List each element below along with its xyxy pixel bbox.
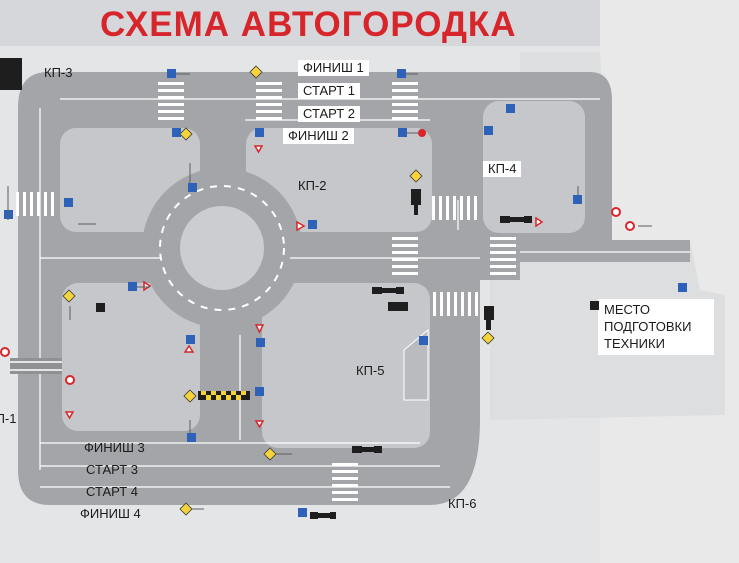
priority-road-sign	[179, 502, 193, 516]
prep-area-line: МЕСТО	[604, 302, 650, 317]
warning-sign	[254, 420, 265, 429]
prep-area-label: МЕСТО ПОДГОТОВКИ ТЕХНИКИ	[604, 301, 714, 352]
lane-label-finish-2: ФИНИШ 2	[283, 128, 354, 144]
block-kp5	[262, 283, 430, 448]
checkpoint-kp2-label: КП-2	[298, 178, 327, 193]
roundabout-island	[180, 206, 264, 290]
prep-area-line: ПОДГОТОВКИ	[604, 319, 692, 334]
warning-sign	[64, 411, 75, 420]
checkpoint-kp5-label: КП-5	[356, 363, 385, 378]
prep-area-line: ТЕХНИКИ	[604, 336, 665, 351]
crosswalks	[16, 82, 516, 501]
lane-label-finish-4: ФИНИШ 4	[80, 506, 141, 521]
crosswalk-center-vertical	[392, 237, 418, 275]
priority-road-sign	[249, 65, 263, 79]
crosswalk-left	[16, 192, 54, 216]
marker-rect	[388, 302, 408, 311]
lane-label-start-4: СТАРТ 4	[86, 484, 139, 499]
prep-area-marker	[590, 301, 599, 310]
prep-area-box	[598, 299, 714, 355]
checkpoint-kp6-label: КП-6	[448, 496, 477, 511]
lane-label-start-1: СТАРТ 1	[298, 83, 361, 99]
diagram-title: СХЕМА АВТОГОРОДКА	[100, 5, 517, 44]
crosswalk-kp5-right	[433, 292, 478, 316]
crosswalk-bottom	[332, 463, 358, 501]
block-kp4	[483, 101, 585, 233]
lane-label-finish-1: ФИНИШ 1	[298, 60, 369, 76]
lane-label-finish-3: ФИНИШ 3	[84, 440, 145, 455]
priority-road-sign	[481, 331, 495, 345]
sign-posts	[7, 73, 652, 510]
warning-sign	[143, 280, 152, 292]
crosswalk-top-1	[158, 82, 184, 120]
crosswalk-kp2-right	[432, 196, 477, 220]
yield-sign	[253, 145, 264, 154]
railway-crossing	[10, 358, 62, 374]
sign	[418, 129, 426, 137]
checkpoint-kp4-label: КП-4	[483, 161, 522, 177]
priority-road-sign	[183, 389, 197, 403]
yield-sign	[254, 324, 265, 334]
crosswalk-top-2	[256, 82, 282, 120]
marker-square	[96, 303, 105, 312]
checkered-stop-line	[198, 391, 250, 400]
no-entry-sign	[611, 207, 621, 217]
block-kp2	[246, 128, 432, 232]
warning-sign	[183, 344, 195, 353]
lane-label-start-2: СТАРТ 2	[298, 106, 361, 122]
crosswalk-kp4	[490, 237, 516, 275]
crosswalk-top-3	[392, 82, 418, 120]
no-entry-sign	[625, 221, 635, 231]
crossing-sign	[65, 375, 75, 385]
warning-sign	[535, 216, 544, 228]
priority-road-sign	[62, 289, 76, 303]
checkpoint-kp1-label: КП-1	[0, 411, 17, 426]
priority-road-sign	[409, 169, 423, 183]
warning-sign	[296, 220, 306, 232]
block-left	[62, 283, 200, 431]
traffic-lights	[310, 189, 532, 519]
lane-label-start-3: СТАРТ 3	[86, 462, 139, 477]
priority-road-sign	[263, 447, 277, 461]
crossing-sign	[0, 347, 10, 357]
edge-marker	[0, 58, 22, 90]
checkpoint-kp3-label: КП-3	[44, 65, 73, 80]
priority-road-sign	[179, 127, 193, 141]
